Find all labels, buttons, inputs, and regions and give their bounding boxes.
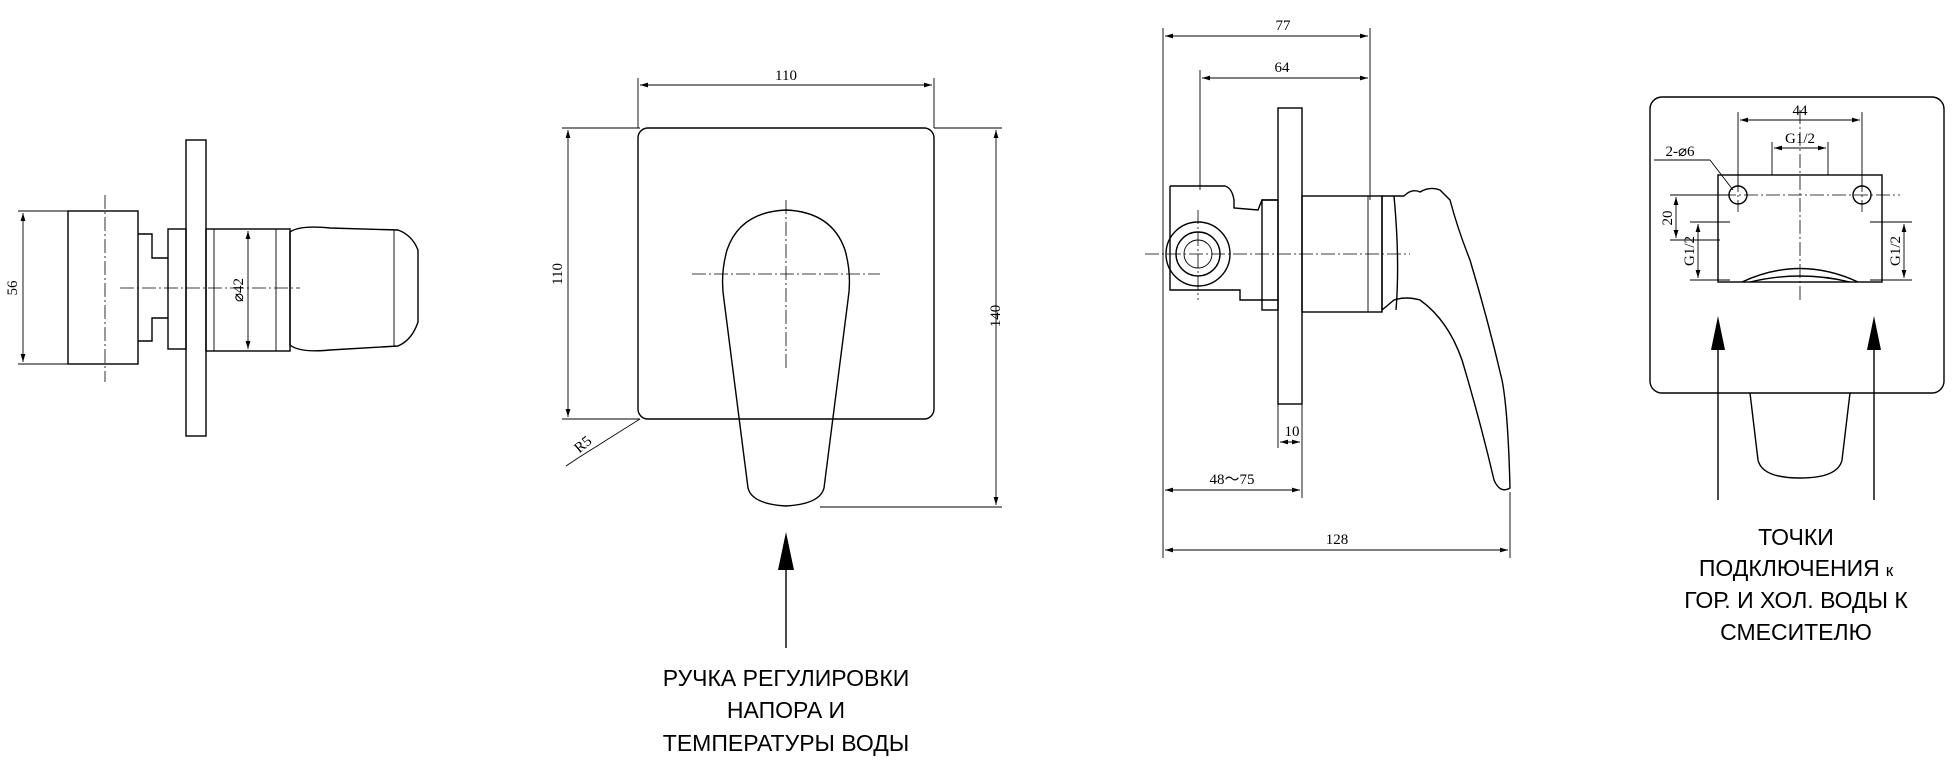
dim-profile-width-inner: 64: [1275, 60, 1291, 76]
handle-caption: РУЧКА РЕГУЛИРОВКИ НАПОРА И ТЕМПЕРАТУРЫ В…: [663, 665, 910, 756]
dim-side-diameter: ⌀42: [231, 278, 247, 302]
points-caption-line-2-small: к: [1886, 561, 1894, 580]
dim-profile-depth: 48～75: [1209, 472, 1254, 488]
dim-front-radius: R5: [572, 433, 596, 457]
dim-back-height: 20: [1660, 211, 1676, 226]
dim-side-height: 56: [5, 280, 21, 296]
back-view: 44 G1/2 2-⌀6 20 G1/2 G1/2: [1649, 96, 1945, 500]
dim-profile-width-top: 77: [1276, 18, 1292, 34]
handle-caption-line-2: НАПОРА И: [727, 697, 845, 723]
points-caption-line-2-main: ПОДКЛЮЧЕНИЯ: [1699, 555, 1880, 581]
points-caption-line-4: СМЕСИТЕЛЮ: [1720, 619, 1872, 645]
front-view: 110 110 140 R5: [550, 68, 1004, 648]
profile-view: 77 64 10 48～75 128: [1145, 18, 1511, 558]
dim-back-thread-right: G1/2: [1888, 236, 1904, 266]
dim-front-height: 110: [550, 263, 566, 285]
handle-caption-line-3: ТЕМПЕРАТУРЫ ВОДЫ: [663, 730, 909, 756]
dim-front-width: 110: [775, 68, 797, 84]
dim-profile-plate: 10: [1285, 424, 1300, 440]
handle-caption-line-1: РУЧКА РЕГУЛИРОВКИ: [663, 665, 910, 691]
points-caption-line-2: ПОДКЛЮЧЕНИЯ к: [1699, 555, 1894, 581]
dim-back-holes: 2-⌀6: [1665, 144, 1695, 160]
dim-profile-total: 128: [1326, 532, 1349, 548]
side-view: 56 ⌀42: [5, 139, 419, 437]
points-caption-line-3: ГОР. И ХОЛ. ВОДЫ К: [1684, 587, 1908, 613]
dim-back-thread-left: G1/2: [1682, 236, 1698, 266]
dim-front-total-height: 140: [988, 305, 1004, 328]
connection-points-caption: ТОЧКИ ПОДКЛЮЧЕНИЯ к ГОР. И ХОЛ. ВОДЫ К СМ…: [1684, 524, 1908, 645]
points-caption-line-1: ТОЧКИ: [1758, 524, 1834, 550]
